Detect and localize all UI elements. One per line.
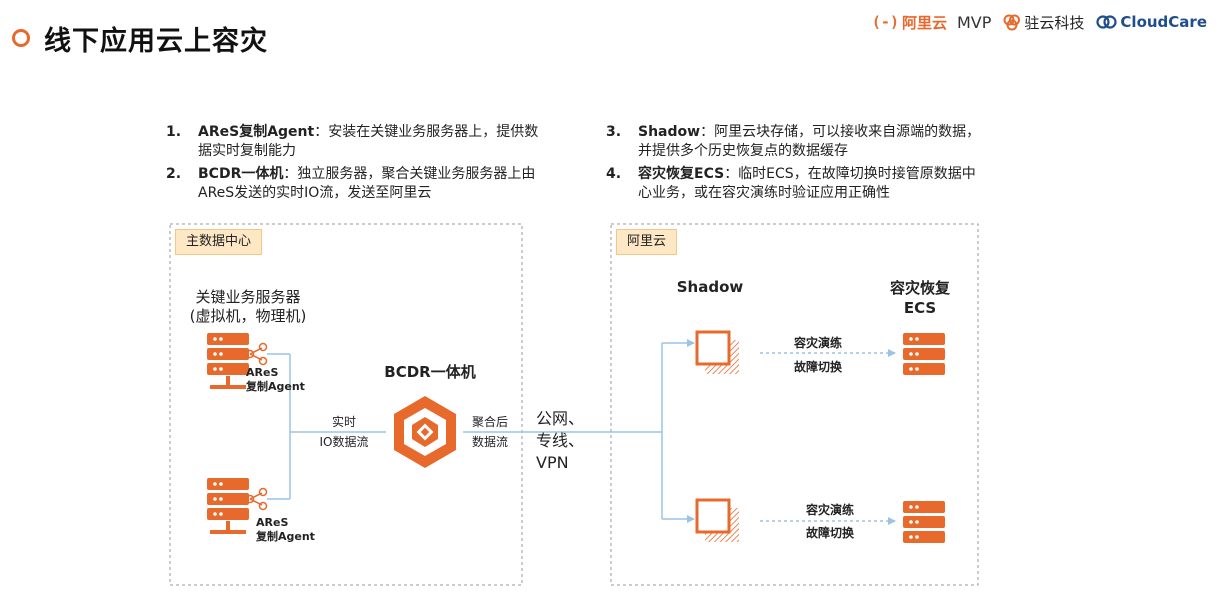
- slide-title: 线下应用云上容灾: [44, 25, 268, 57]
- description-item: 2. BCDR一体机：独立服务器，聚合关键业务服务器上由AReS发送的实时IO流…: [166, 165, 548, 203]
- description-number: 4.: [606, 166, 622, 182]
- shadow-storage-icon: [695, 330, 739, 374]
- description-list-left: 1. AReS复制Agent：安装在关键业务服务器上，提供数据实时复制能力 2.…: [166, 123, 548, 207]
- network-label: 公网、 专线、 VPN: [536, 408, 616, 474]
- recovery-ecs-label: 容灾恢复 ECS: [870, 278, 970, 318]
- recovery-ecs-icon: [903, 501, 945, 543]
- aggregated-flow-line: 数据流: [471, 435, 508, 449]
- agent-label-line: 复制Agent: [246, 380, 305, 393]
- description-item: 1. AReS复制Agent：安装在关键业务服务器上，提供数据实时复制能力: [166, 123, 548, 161]
- title-bullet-icon: [12, 29, 30, 47]
- shadow-storage-icon: [695, 498, 739, 542]
- description-text: ：安装在关键业务服务器上，提供数据实时复制能力: [198, 124, 539, 159]
- description-body: AReS复制Agent：安装在关键业务服务器上，提供数据实时复制能力: [198, 123, 548, 161]
- aliyun-region: [610, 223, 979, 586]
- cloudcare-logo: CloudCare: [1096, 13, 1207, 31]
- aggregated-flow-line: 聚合后: [471, 415, 508, 429]
- description-list-right: 3. Shadow：阿里云块存储，可以接收来自源端的数据，并提供多个历史恢复点的…: [606, 123, 988, 207]
- aliyun-logo: (-) 阿里云: [872, 12, 947, 33]
- bcdr-label: BCDR一体机: [384, 363, 476, 381]
- description-number: 3.: [606, 124, 622, 140]
- description-keyword: Shadow: [638, 124, 701, 140]
- aliyun-logo-text: 阿里云: [901, 13, 947, 32]
- recovery-ecs-line: 容灾恢复: [889, 279, 950, 297]
- agent-label-line: 复制Agent: [256, 530, 315, 543]
- description-item: 4. 容灾恢复ECS：临时ECS，在故障切换时接管原数据中心业务，或在容灾演练时…: [606, 165, 988, 203]
- mvp-text: MVP: [957, 12, 992, 32]
- servers-title: 关键业务服务器 (虚拟机，物理机): [168, 288, 328, 326]
- realtime-io-line: 实时: [331, 415, 356, 429]
- description-text: ：阿里云块存储，可以接收来自源端的数据，并提供多个历史恢复点的数据缓存: [638, 124, 981, 159]
- network-line: 专线、: [536, 431, 585, 450]
- realtime-io-label: 实时 IO数据流: [306, 412, 382, 452]
- servers-title-line: (虚拟机，物理机): [189, 307, 307, 325]
- description-body: Shadow：阿里云块存储，可以接收来自源端的数据，并提供多个历史恢复点的数据缓…: [638, 123, 988, 161]
- description-keyword: BCDR一体机: [198, 166, 284, 182]
- realtime-io-line: IO数据流: [319, 435, 369, 449]
- aggregated-flow-label: 聚合后 数据流: [460, 412, 520, 452]
- description-keyword: AReS复制Agent: [198, 124, 315, 140]
- zhuyun-cloud-icon: [1003, 14, 1021, 31]
- description-body: 容灾恢复ECS：临时ECS，在故障切换时接管原数据中心业务，或在容灾演练时验证应…: [638, 165, 988, 203]
- slide-title-bar: 线下应用云上容灾: [12, 18, 268, 58]
- agent-label: AReS 复制Agent: [246, 366, 316, 394]
- business-server-icon: [207, 333, 249, 389]
- description-item: 3. Shadow：阿里云块存储，可以接收来自源端的数据，并提供多个历史恢复点的…: [606, 123, 988, 161]
- servers-title-line: 关键业务服务器: [195, 288, 301, 306]
- description-text: ：独立服务器，聚合关键业务服务器上由AReS发送的实时IO流，发送至阿里云: [198, 166, 536, 201]
- realtime-io-connector: [267, 353, 386, 500]
- agent-share-icon: [245, 342, 268, 366]
- shadow-label: Shadow: [676, 278, 744, 296]
- failover-label: 故障切换: [805, 526, 854, 540]
- agent-label-line: AReS: [256, 516, 289, 529]
- bcdr-appliance-icon: [394, 396, 456, 468]
- main-datacenter-label: 主数据中心: [175, 229, 263, 255]
- zhuyun-logo: 驻云科技: [1003, 12, 1084, 33]
- description-body: BCDR一体机：独立服务器，聚合关键业务服务器上由AReS发送的实时IO流，发送…: [198, 165, 548, 203]
- agent-label: AReS 复制Agent: [256, 516, 326, 544]
- agent-label-line: AReS: [246, 366, 279, 379]
- aliyun-region-label: 阿里云: [616, 229, 678, 255]
- network-line: VPN: [536, 453, 569, 472]
- agent-share-icon: [245, 487, 268, 511]
- aliyun-bracket-icon: (-): [871, 13, 899, 31]
- failover-label: 故障切换: [793, 360, 842, 374]
- description-text: ：临时ECS，在故障切换时接管原数据中心业务，或在容灾演练时验证应用正确性: [638, 166, 976, 201]
- drill-label: 容灾演练: [805, 503, 854, 517]
- description-number: 1.: [166, 124, 182, 140]
- zhuyun-logo-text: 驻云科技: [1024, 13, 1085, 32]
- logo-strip: (-) 阿里云 MVP 驻云科技 CloudCare: [872, 8, 1207, 36]
- aggregated-flow-connector: [463, 339, 695, 523]
- cloudcare-logo-text: CloudCare: [1120, 13, 1207, 31]
- network-line: 公网、: [536, 409, 585, 428]
- cloudcare-icon: [1096, 15, 1118, 29]
- recovery-ecs-icon: [903, 333, 945, 375]
- recovery-ecs-line: ECS: [903, 299, 937, 317]
- main-datacenter-region: [169, 223, 523, 586]
- description-number: 2.: [166, 166, 182, 182]
- business-server-icon: [207, 478, 249, 534]
- drill-label: 容灾演练: [793, 336, 842, 350]
- description-keyword: 容灾恢复ECS: [638, 166, 725, 182]
